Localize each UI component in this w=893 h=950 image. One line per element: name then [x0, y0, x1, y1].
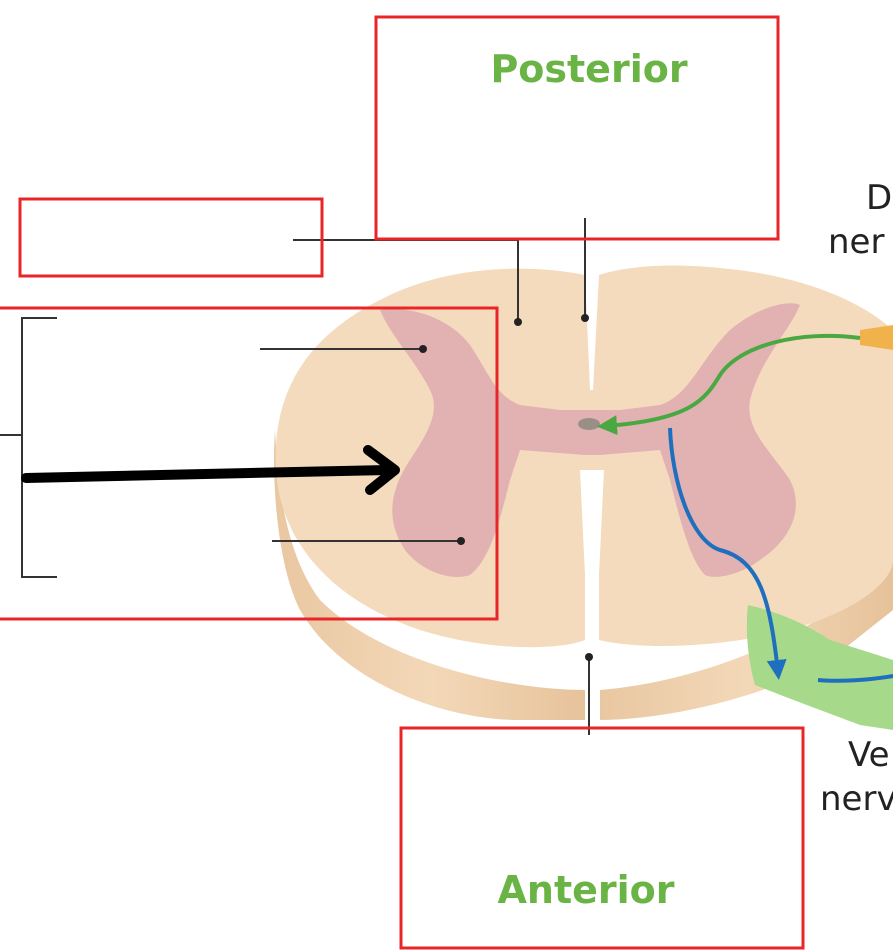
- posterior-label: Posterior: [490, 47, 687, 91]
- anterior-median-fissure: [580, 470, 604, 575]
- leader-dots: [419, 314, 593, 661]
- gray-matter: [380, 303, 800, 578]
- label-box-posterior[interactable]: [374, 15, 780, 241]
- central-canal: [578, 418, 600, 430]
- motor-path-arrow: [668, 427, 787, 680]
- posterior-median-sulcus: [585, 275, 599, 390]
- ventral-nerve-label-line2: nerv: [820, 779, 893, 819]
- anterior-label: Anterior: [497, 868, 674, 912]
- arrow-right-icon: [21, 445, 400, 495]
- sensory-path-arrow: [597, 333, 861, 436]
- label-box-upper-left[interactable]: [18, 197, 324, 278]
- ventral-root: [746, 605, 893, 730]
- cord-side-face: [274, 430, 588, 720]
- motor-nerve-line: [817, 674, 893, 683]
- dorsal-nerve-label-line2: ner: [828, 222, 884, 262]
- anterior-fissure-lower: [585, 575, 599, 720]
- region-bracket: [21, 317, 57, 578]
- label-box-gray-matter-regions[interactable]: [0, 306, 499, 621]
- dorsal-root: [860, 325, 893, 350]
- label-box-anterior[interactable]: [399, 726, 805, 950]
- dorsal-nerve-label-line1: D: [866, 178, 892, 218]
- cord-side-face-right: [600, 560, 893, 720]
- ventral-nerve-label-line1: Ve: [848, 735, 890, 775]
